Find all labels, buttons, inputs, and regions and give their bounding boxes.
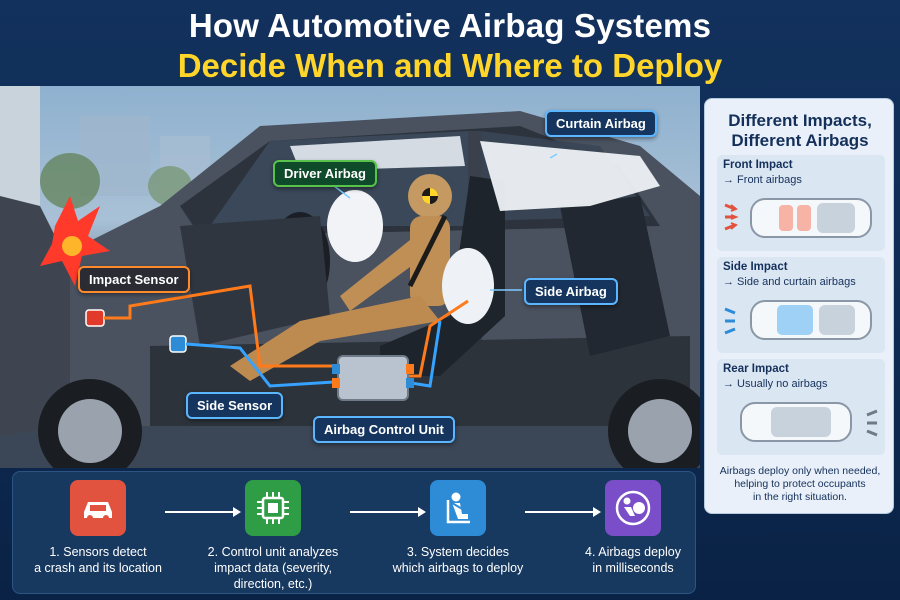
title-line-2: Decide When and Where to Deploy (177, 47, 723, 84)
arrow-icon (350, 507, 426, 517)
front-impact-desc: → Front airbags (723, 174, 802, 186)
curtain-airbag-label: Curtain Airbag (545, 110, 657, 137)
panel-note-line-3: in the right situation. (753, 491, 847, 503)
deployment-steps: 1. Sensors detect a crash and its locati… (12, 471, 696, 594)
step-2-line-2: impact data (severity, direction, etc.) (214, 561, 332, 591)
rear-impact-name: Rear Impact (723, 363, 789, 375)
front-impact-card: Front Impact → Front airbags (717, 155, 885, 251)
rear-impact-desc: → Usually no airbags (723, 378, 828, 390)
step-3-line-2: which airbags to deploy (392, 561, 524, 575)
car-icon (70, 480, 126, 536)
side-airbag-label: Side Airbag (524, 278, 618, 305)
side-impact-desc: → Side and curtain airbags (723, 276, 856, 288)
step-3-line-1: 3. System decides (406, 545, 510, 559)
panel-note: Airbags deploy only when needed, helping… (713, 465, 887, 504)
chip-icon (245, 480, 301, 536)
step-1-line-1: 1. Sensors detect (49, 545, 147, 559)
step-2: 2. Control unit analyzes impact data (se… (188, 480, 358, 592)
step-3: 3. System decides which airbags to deplo… (373, 480, 543, 576)
panel-note-line-1: Airbags deploy only when needed, (719, 465, 881, 477)
arrow-icon (525, 507, 601, 517)
panel-note-line-2: helping to protect occupants (734, 478, 866, 490)
side-impact-card: Side Impact → Side and curtain airbags (717, 257, 885, 353)
title-line-1: How Automotive Airbag Systems (188, 7, 712, 44)
title: How Automotive Airbag Systems Decide Whe… (0, 6, 900, 86)
impact-types-panel: Different Impacts, Different Airbags Fro… (704, 98, 894, 514)
side-sensor-label: Side Sensor (186, 392, 284, 419)
side-impact-car-icon (724, 300, 872, 340)
front-impact-car-icon (724, 198, 872, 238)
panel-title: Different Impacts, Different Airbags (705, 111, 895, 151)
car-cutaway-scene: Curtain Airbag Driver Airbag Impact Sens… (0, 86, 700, 468)
impact-sensor-label: Impact Sensor (78, 266, 190, 293)
rear-impact-car-icon (740, 402, 878, 442)
step-4: 4. Airbags deploy in milliseconds (548, 480, 718, 576)
step-1: 1. Sensors detect a crash and its locati… (13, 480, 183, 576)
panel-title-line-2: Different Airbags (731, 131, 869, 150)
arrow-icon (165, 507, 241, 517)
control-unit-label: Airbag Control Unit (313, 416, 455, 443)
rear-impact-card: Rear Impact → Usually no airbags (717, 359, 885, 455)
step-4-line-1: 4. Airbags deploy (585, 545, 681, 559)
driver-airbag-label: Driver Airbag (273, 160, 377, 187)
step-4-line-2: in milliseconds (592, 561, 674, 575)
step-2-line-1: 2. Control unit analyzes (207, 545, 339, 559)
panel-title-line-1: Different Impacts, (728, 111, 872, 130)
airbag-person-icon (605, 480, 661, 536)
step-1-line-2: a crash and its location (34, 561, 162, 575)
side-impact-name: Side Impact (723, 261, 788, 273)
seated-person-icon (430, 480, 486, 536)
front-impact-name: Front Impact (723, 159, 793, 171)
